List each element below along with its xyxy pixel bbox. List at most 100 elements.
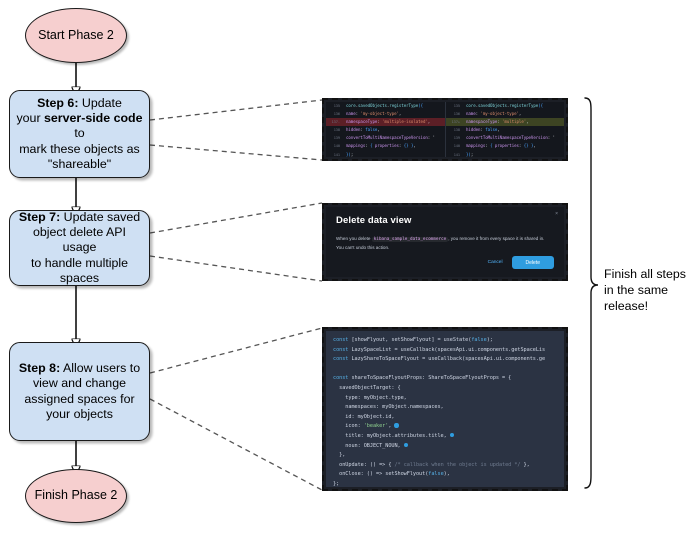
node-start-phase-2[interactable]: Start Phase 2 <box>25 8 127 63</box>
diff-line-number: 139 <box>453 136 460 141</box>
code-line: onClose: () => setShowFlyout(false), <box>333 471 450 478</box>
node-step-7[interactable]: Step 7: Update saved object delete API u… <box>9 210 150 286</box>
code-line: }, <box>333 452 346 459</box>
node-step-6-line1: Update <box>78 96 122 111</box>
diff-line-number: 138 <box>333 128 340 133</box>
diff-line: 140 mappings: { properties: {} }, <box>326 142 445 150</box>
delete-data-view-dialog: × Delete data view When you delete kiban… <box>326 207 564 277</box>
info-icon[interactable] <box>449 432 454 438</box>
diff-line-number: 137+ <box>451 120 460 125</box>
callout-line-step7-top <box>149 202 323 234</box>
code-line: }; <box>333 480 340 487</box>
callout-line-step6-bottom <box>149 144 323 161</box>
dialog-body-before: When you delete <box>336 236 371 241</box>
code-editor: const [showFlyout, setShowFlyout] = useS… <box>326 331 564 487</box>
diff-line-number: 137- <box>331 120 340 125</box>
node-step-7-text: Step 7: Update saved object delete API u… <box>15 210 144 286</box>
diff-line-number: 135 <box>453 104 460 108</box>
node-start-label: Start Phase 2 <box>38 27 114 42</box>
dialog-body-code: kibana_sample_data_ecommerce <box>371 237 449 242</box>
code-line: onUpdate: () => { /* callback when the o… <box>333 461 530 468</box>
diff-line-number: 138 <box>453 128 460 133</box>
diff-line-number: 136 <box>333 112 340 117</box>
diff-line-code: name: 'my-object-type', <box>466 111 522 117</box>
brace-annotation: Finish all steps in the same release! <box>604 266 690 314</box>
node-step-6-line4: "shareable" <box>47 156 112 171</box>
node-step-6[interactable]: Step 6: Update your server-side code to … <box>9 90 150 178</box>
diff-line: 139 convertToMultiNamespaceTypeVersion: … <box>446 134 564 142</box>
brace-note-line-2: in the same <box>604 283 669 298</box>
node-step-6-text: Step 6: Update your server-side code to … <box>15 96 144 172</box>
info-icon[interactable] <box>403 442 408 447</box>
diff-line: 137- namespaceType: 'multiple-isolated', <box>326 118 445 127</box>
diff-line: 136 name: 'my-object-type', <box>326 110 445 118</box>
diff-line: 137+ namespaceType: 'multiple', <box>446 118 564 127</box>
node-step-6-line2c: to <box>74 126 85 141</box>
diff-line: 140 mappings: { properties: {} }, <box>446 142 564 150</box>
code-line: icon: 'beaker', <box>333 422 564 432</box>
screenshot-delete-data-view-modal[interactable]: × Delete data view When you delete kiban… <box>322 203 568 281</box>
diff-line-code: }); <box>466 151 474 157</box>
diff-line-number: 136 <box>453 112 460 117</box>
node-step-7-line2: object delete API usage <box>33 225 126 255</box>
diff-line: 136 name: 'my-object-type', <box>446 110 564 118</box>
node-step-8-text: Step 8: Allow users to view and change a… <box>19 361 140 422</box>
code-line: title: myObject.attributes.title, <box>333 432 564 442</box>
code-line: namespaces: myObject.namespaces, <box>333 404 444 411</box>
node-step-7-prefix: Step 7: <box>18 210 61 225</box>
node-step-8-prefix: Step 8: <box>18 361 61 376</box>
node-step-7-line1: Update saved <box>60 210 141 225</box>
node-step-6-line2b: server-side code <box>44 111 143 126</box>
code-line: type: myObject.type, <box>333 394 407 401</box>
code-line: noun: OBJECT_NOUN, <box>333 442 564 452</box>
node-step-7-line3: to handle multiple spaces <box>30 255 129 285</box>
diff-line-code: convertToMultiNamespaceTypeVersion: ' <box>346 135 435 141</box>
diff-line-code: core.savedObjects.registerType({ <box>466 103 543 108</box>
diff-pane-after: 135 core.savedObjects.registerType({ 136 n… <box>445 102 564 157</box>
node-step-6-line2a: your <box>16 111 45 126</box>
cancel-button[interactable]: Cancel <box>487 260 503 265</box>
diff-line-number: 141 <box>453 152 460 157</box>
node-finish-label: Finish Phase 2 <box>34 488 118 503</box>
diff-line-number: 139 <box>333 136 340 141</box>
diff-line-code: convertToMultiNamespaceTypeVersion: ' <box>466 135 555 141</box>
diff-line: 141}); <box>446 151 564 157</box>
callout-line-step7-bottom <box>149 255 323 282</box>
node-finish-phase-2[interactable]: Finish Phase 2 <box>25 469 127 523</box>
diff-line: 139 convertToMultiNamespaceTypeVersion: … <box>326 134 445 142</box>
node-step-6-prefix: Step 6: <box>37 96 79 111</box>
node-step-8-line1: Allow users to <box>60 361 141 376</box>
delete-button[interactable]: Delete <box>511 256 554 269</box>
screenshot-share-to-space-code[interactable]: const [showFlyout, setShowFlyout] = useS… <box>322 327 568 491</box>
info-icon[interactable] <box>394 423 399 428</box>
diff-line-code: namespaceType: 'multiple', <box>466 119 529 125</box>
diff-line-number: 140 <box>333 144 340 149</box>
diff-line-number: 140 <box>453 144 460 149</box>
code-line: const LazySpaceList = useCallback(spaces… <box>333 346 546 353</box>
code-line: savedObjectTarget: { <box>333 384 401 391</box>
node-step-6-line3: mark these objects as <box>19 141 140 156</box>
dialog-body-after: , you remove it from every space it is s… <box>336 236 545 250</box>
node-step-8[interactable]: Step 8: Allow users to view and change a… <box>9 342 150 441</box>
callout-line-step6-top <box>149 99 323 121</box>
diff-line-code: mappings: { properties: {} }, <box>346 143 416 149</box>
diff-line-code: mappings: { properties: {} }, <box>466 143 536 149</box>
diff-line-code: hidden: false, <box>466 127 500 133</box>
code-line: const shareToSpaceFlyoutProps: ShareToSp… <box>333 375 512 382</box>
callout-line-step8-bottom <box>149 398 323 491</box>
dialog-body: When you delete kibana_sample_data_ecomm… <box>336 235 545 251</box>
code-line: const LazyShareToSpaceFlyout = useCallba… <box>333 356 546 363</box>
close-icon[interactable]: × <box>555 211 558 217</box>
callout-line-step8-top <box>149 327 323 374</box>
node-step-8-line4: your objects <box>46 406 113 421</box>
diff-line-code: namespaceType: 'multiple-isolated', <box>346 119 431 125</box>
diff-line-code: }); <box>346 151 354 157</box>
dialog-title: Delete data view <box>336 215 412 226</box>
brace-note-line-1: Finish all steps <box>604 267 686 281</box>
node-step-8-line3: assigned spaces for <box>24 391 135 406</box>
diff-line-code: hidden: false, <box>346 127 380 133</box>
